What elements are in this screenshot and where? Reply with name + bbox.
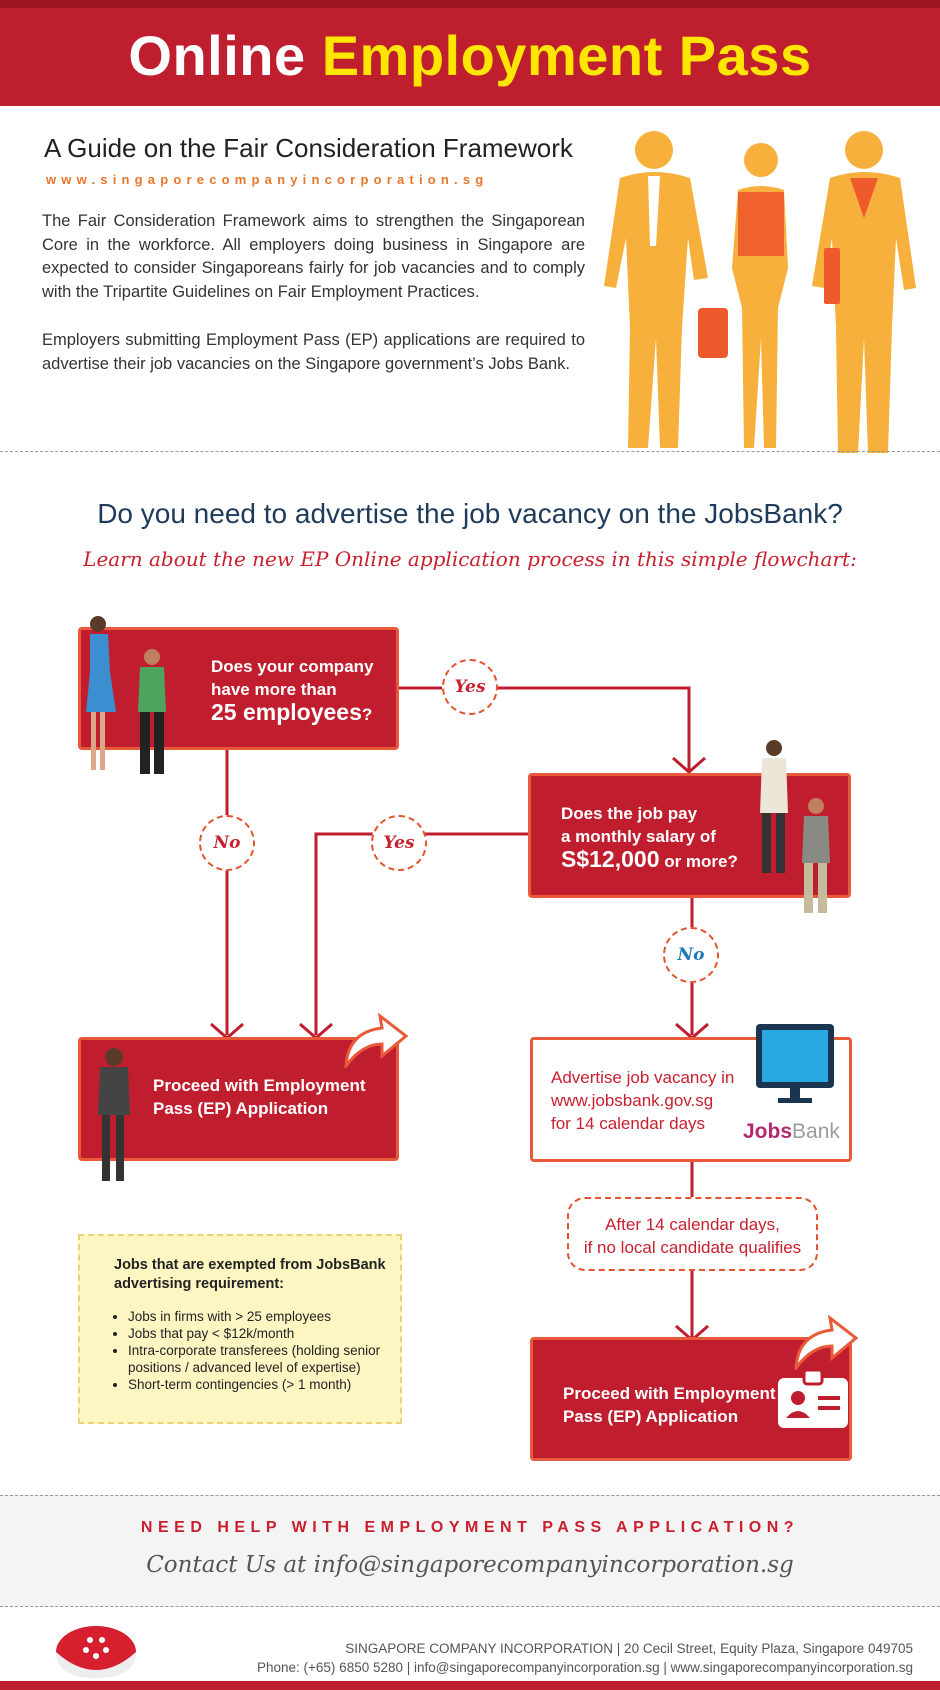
intro-paragraph-2: Employers submitting Employment Pass (EP… bbox=[42, 331, 585, 373]
title-prefix: Online bbox=[128, 24, 306, 87]
exempted-list: Jobs in firms with > 25 employees Jobs t… bbox=[114, 1308, 400, 1393]
jobsbank-logo: JobsBank bbox=[743, 1120, 840, 1144]
q2-threshold: S$12,000 bbox=[561, 846, 660, 872]
singapore-logo-icon bbox=[56, 1626, 136, 1678]
curved-arrow-icon bbox=[794, 1314, 859, 1370]
after-14-days-note: After 14 calendar days, if no local cand… bbox=[567, 1197, 818, 1271]
proceed-left-line1: Proceed with Employment bbox=[153, 1076, 366, 1095]
advertise-line3: for 14 calendar days bbox=[551, 1114, 706, 1133]
business-people-illustration-icon bbox=[604, 131, 916, 453]
advertise-line1: Advertise job vacancy in bbox=[551, 1068, 735, 1087]
id-card-icon bbox=[778, 1368, 848, 1428]
footer-contact: Phone: (+65) 6850 5280 | info@singaporec… bbox=[257, 1660, 913, 1675]
exempted-item: Jobs that pay < $12k/month bbox=[128, 1325, 400, 1342]
yes-label-q1: Yes bbox=[442, 659, 498, 715]
employees-figures-icon bbox=[86, 616, 166, 774]
proceed-right-line2: Pass (EP) Application bbox=[563, 1407, 739, 1426]
website-link[interactable]: www.singaporecompanyincorporation.sg bbox=[46, 172, 489, 187]
section-divider bbox=[0, 451, 940, 452]
question-salary-box: Does the job pay a monthly salary of S$1… bbox=[528, 773, 851, 898]
exempted-item: Intra-corporate transferees (holding sen… bbox=[128, 1342, 400, 1376]
q1-line2: have more than bbox=[211, 680, 337, 699]
monitor-icon bbox=[756, 1024, 834, 1103]
q1-end: ? bbox=[361, 705, 373, 724]
exempted-item: Jobs in firms with > 25 employees bbox=[128, 1308, 400, 1325]
guide-subtitle: A Guide on the Fair Consideration Framew… bbox=[44, 133, 573, 163]
no-label-q1: No bbox=[199, 815, 255, 871]
jobsbank-url[interactable]: www.jobsbank.gov.sg bbox=[551, 1091, 714, 1110]
after-line1: After 14 calendar days, bbox=[605, 1215, 780, 1234]
footer-address: SINGAPORE COMPANY INCORPORATION | 20 Cec… bbox=[345, 1641, 913, 1656]
exempted-item: Short-term contingencies (> 1 month) bbox=[128, 1376, 400, 1393]
after-line2: if no local candidate qualifies bbox=[583, 1238, 802, 1257]
yes-label-q2: Yes bbox=[371, 815, 427, 871]
header-banner: Online Employment Pass Application bbox=[0, 0, 940, 183]
business-figures-icon bbox=[760, 740, 830, 913]
no-label-q2: No bbox=[663, 927, 719, 983]
proceed-left-line2: Pass (EP) Application bbox=[153, 1099, 329, 1118]
title-highlight: Employment Pass bbox=[321, 24, 812, 87]
flowchart-intro: Learn about the new EP Online applicatio… bbox=[83, 547, 857, 571]
businesswoman-icon bbox=[98, 1048, 130, 1181]
flowchart-question: Do you need to advertise the job vacancy… bbox=[97, 498, 843, 529]
exempted-jobs-box: Jobs that are exempted from JobsBank adv… bbox=[78, 1234, 402, 1424]
jobsbank-logo-bank: Bank bbox=[792, 1120, 840, 1143]
q1-threshold: 25 employees bbox=[211, 699, 362, 725]
contact-email-link[interactable]: Contact Us at info@singaporecompanyincor… bbox=[146, 1552, 794, 1578]
jobsbank-logo-jobs: Jobs bbox=[743, 1120, 793, 1143]
q1-line1: Does your company bbox=[211, 657, 374, 676]
footer-bar bbox=[0, 1681, 940, 1690]
intro-paragraph-1: The Fair Consideration Framework aims to… bbox=[42, 212, 585, 301]
help-heading: NEED HELP WITH EMPLOYMENT PASS APPLICATI… bbox=[140, 1519, 800, 1536]
q2-line2: a monthly salary of bbox=[561, 827, 716, 846]
curved-arrow-icon bbox=[344, 1012, 409, 1068]
proceed-ep-box-left: Proceed with Employment Pass (EP) Applic… bbox=[78, 1037, 399, 1161]
exempted-heading: Jobs that are exempted from JobsBank adv… bbox=[114, 1257, 386, 1292]
q2-end: or more? bbox=[659, 852, 738, 871]
title-suffix: Application bbox=[314, 120, 626, 183]
proceed-right-line1: Proceed with Employment bbox=[563, 1384, 776, 1403]
q2-line1: Does the job pay bbox=[561, 804, 698, 823]
help-section bbox=[0, 1495, 940, 1607]
page-title: Online Employment Pass Application bbox=[0, 8, 940, 200]
question-employees-box: Does your company have more than 25 empl… bbox=[78, 627, 399, 750]
